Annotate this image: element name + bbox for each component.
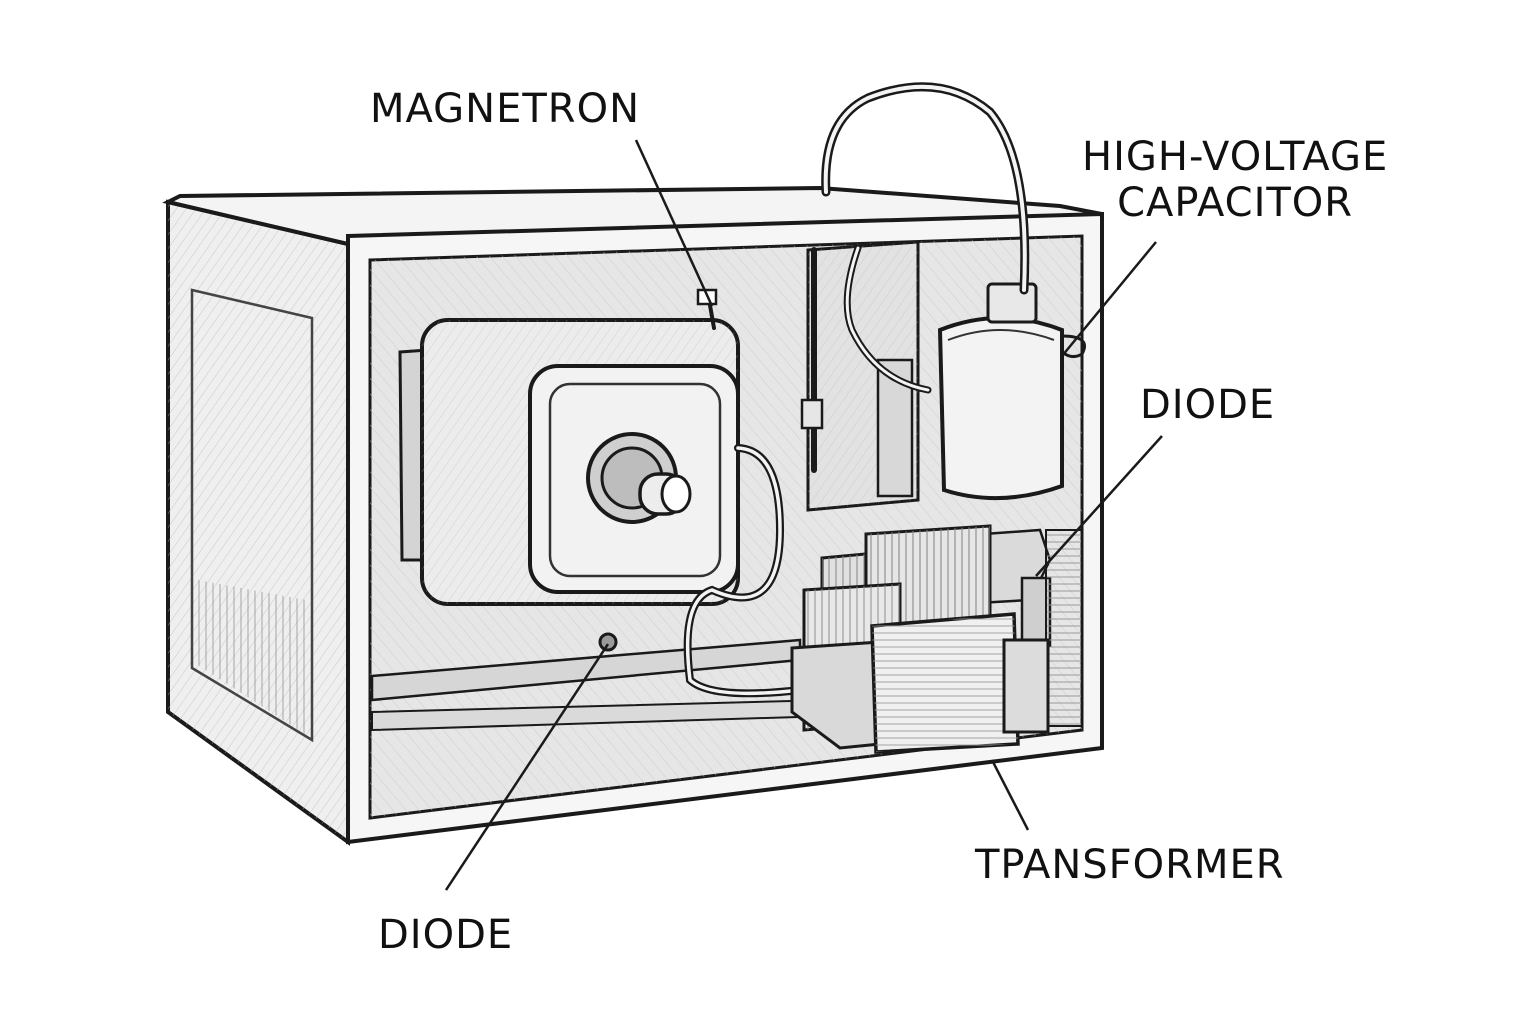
- wires: [683, 82, 1030, 698]
- leader-diode-right: [1035, 435, 1163, 577]
- leader-transformer: [990, 759, 1030, 831]
- label-diode-left: DIODE: [378, 912, 514, 958]
- leader-capacitor: [1061, 241, 1157, 357]
- label-diode-right: DIODE: [1140, 382, 1276, 428]
- transformer: [790, 524, 1050, 754]
- label-magnetron: MAGNETRON: [370, 86, 640, 132]
- label-capacitor-line1: HIGH-VOLTAGE: [1082, 134, 1389, 180]
- left-side-panel: [190, 288, 314, 743]
- leader-lines: [444, 139, 1163, 891]
- leader-magnetron: [634, 139, 714, 307]
- label-transformer: TPANSFORMER: [975, 842, 1285, 888]
- label-high-voltage-capacitor: HIGH-VOLTAGE CAPACITOR: [1082, 134, 1388, 226]
- diode-left-terminal: [598, 632, 618, 652]
- capacitor-body: [937, 316, 1064, 501]
- magnetron: [398, 318, 740, 606]
- label-capacitor-line2: CAPACITOR: [1117, 180, 1354, 226]
- leader-diode-left: [444, 643, 610, 891]
- capacitor-terminal: [986, 282, 1038, 324]
